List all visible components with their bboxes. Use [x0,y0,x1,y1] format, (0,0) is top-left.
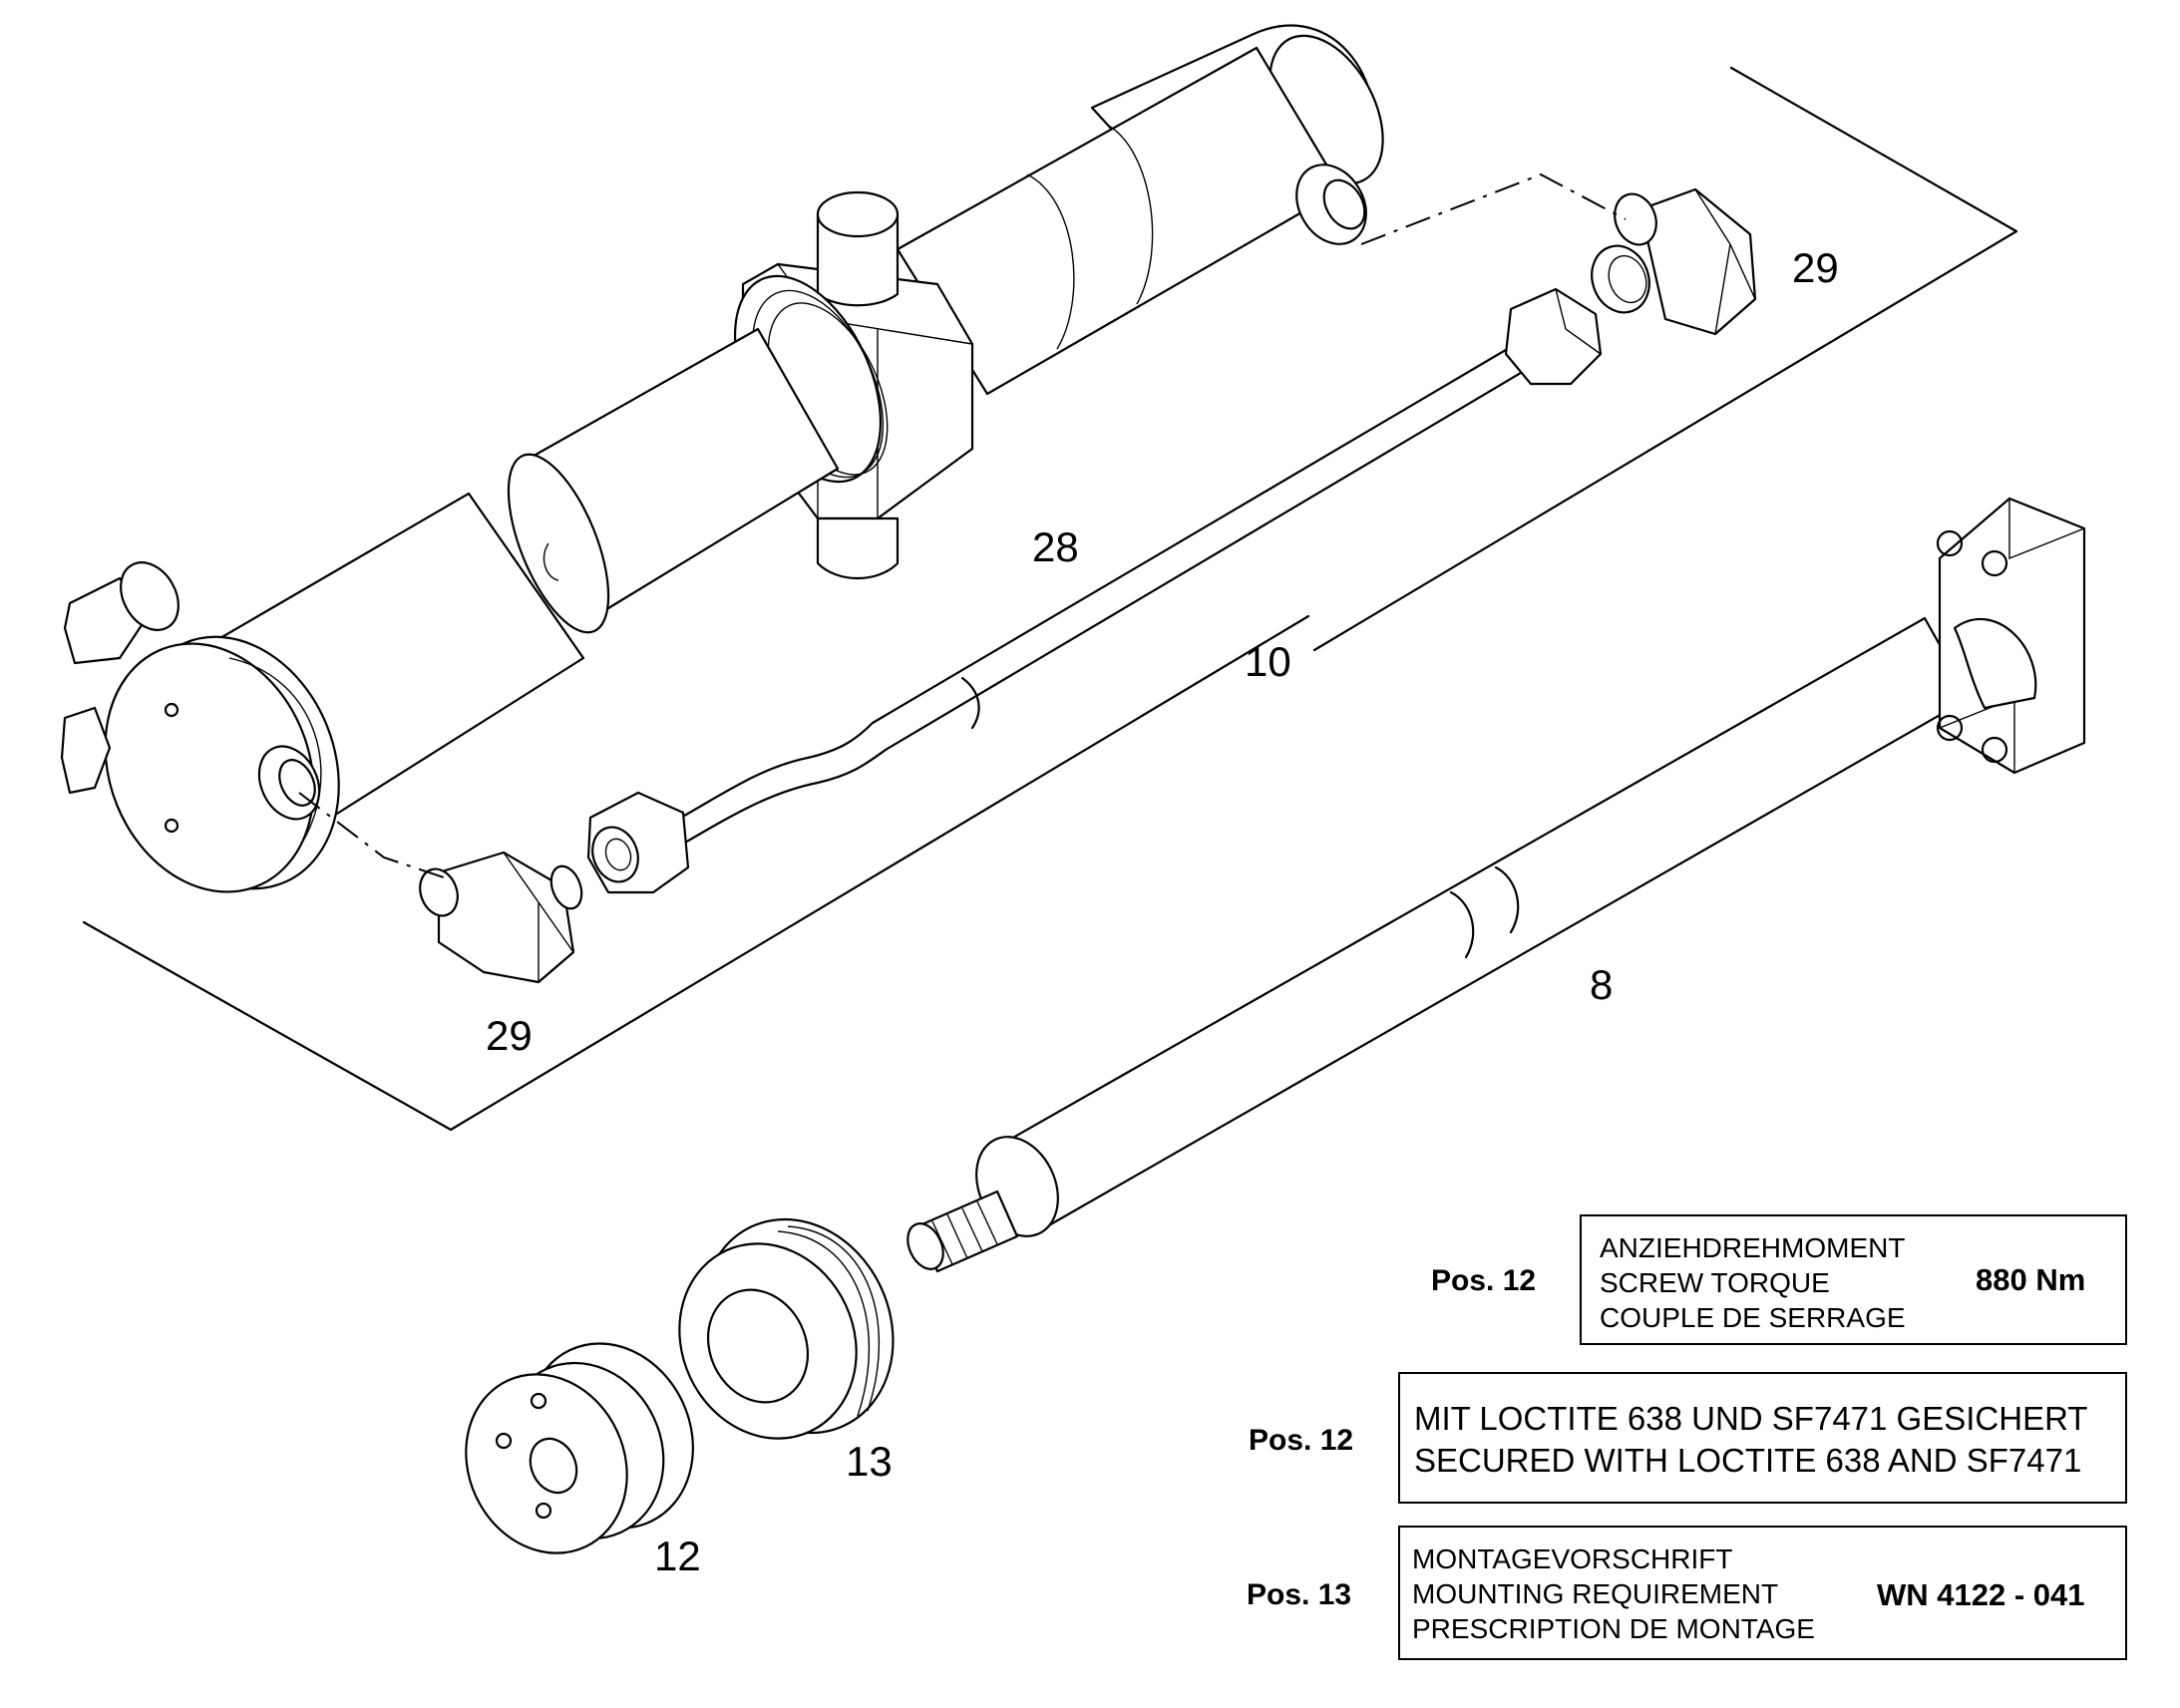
mounting-note-box: MONTAGEVORSCHRIFT MOUNTING REQUIREMENT P… [1398,1526,2127,1660]
cylinder-tube [60,24,1384,893]
mounting-note-text: MONTAGEVORSCHRIFT MOUNTING REQUIREMENT P… [1412,1541,1815,1646]
torque-line: ANZIEHDREHMOMENT [1600,1232,1906,1263]
torque-note-text: ANZIEHDREHMOMENT SCREW TORQUE COUPLE DE … [1600,1230,1906,1335]
mounting-line: MONTAGEVORSCHRIFT [1412,1543,1733,1574]
mounting-line: PRESCRIPTION DE MONTAGE [1412,1613,1815,1644]
loctite-line: SECURED WITH LOCTITE 638 AND SF7471 [1414,1442,2082,1479]
callout-28: 28 [1032,523,1079,570]
callout-10: 10 [1245,638,1291,685]
torque-value: 880 Nm [1976,1262,2086,1297]
connection-lines [298,172,1627,878]
callout-8: 8 [1590,961,1614,1008]
hose-line [586,287,1603,894]
fitting-top [1591,187,1757,336]
piston-rod [907,497,2086,1273]
torque-note-box: ANZIEHDREHMOMENT SCREW TORQUE COUPLE DE … [1580,1214,2127,1345]
torque-line: COUPLE DE SERRAGE [1600,1302,1906,1333]
torque-pos-label: Pos. 12 [1431,1264,1537,1297]
callout-13: 13 [846,1438,893,1485]
torque-line: SCREW TORQUE [1600,1267,1830,1298]
mounting-value: WN 4122 - 041 [1877,1577,2085,1612]
loctite-note-text: MIT LOCTITE 638 UND SF7471 GESICHERT SEC… [1414,1398,2087,1482]
mounting-pos-label: Pos. 13 [1247,1578,1352,1611]
callout-29-bottom: 29 [486,1012,533,1059]
loctite-pos-label: Pos. 12 [1249,1424,1354,1457]
callout-12: 12 [654,1533,701,1579]
fitting-bottom [419,851,583,984]
loctite-line: MIT LOCTITE 638 UND SF7471 GESICHERT [1414,1400,2088,1437]
callout-29-top: 29 [1792,244,1839,291]
loctite-note-box: MIT LOCTITE 638 UND SF7471 GESICHERT SEC… [1398,1372,2127,1504]
piston [465,1342,694,1554]
guide-bush [678,1217,895,1440]
assembly-frame [82,66,2018,1132]
mounting-line: MOUNTING REQUIREMENT [1412,1578,1779,1609]
